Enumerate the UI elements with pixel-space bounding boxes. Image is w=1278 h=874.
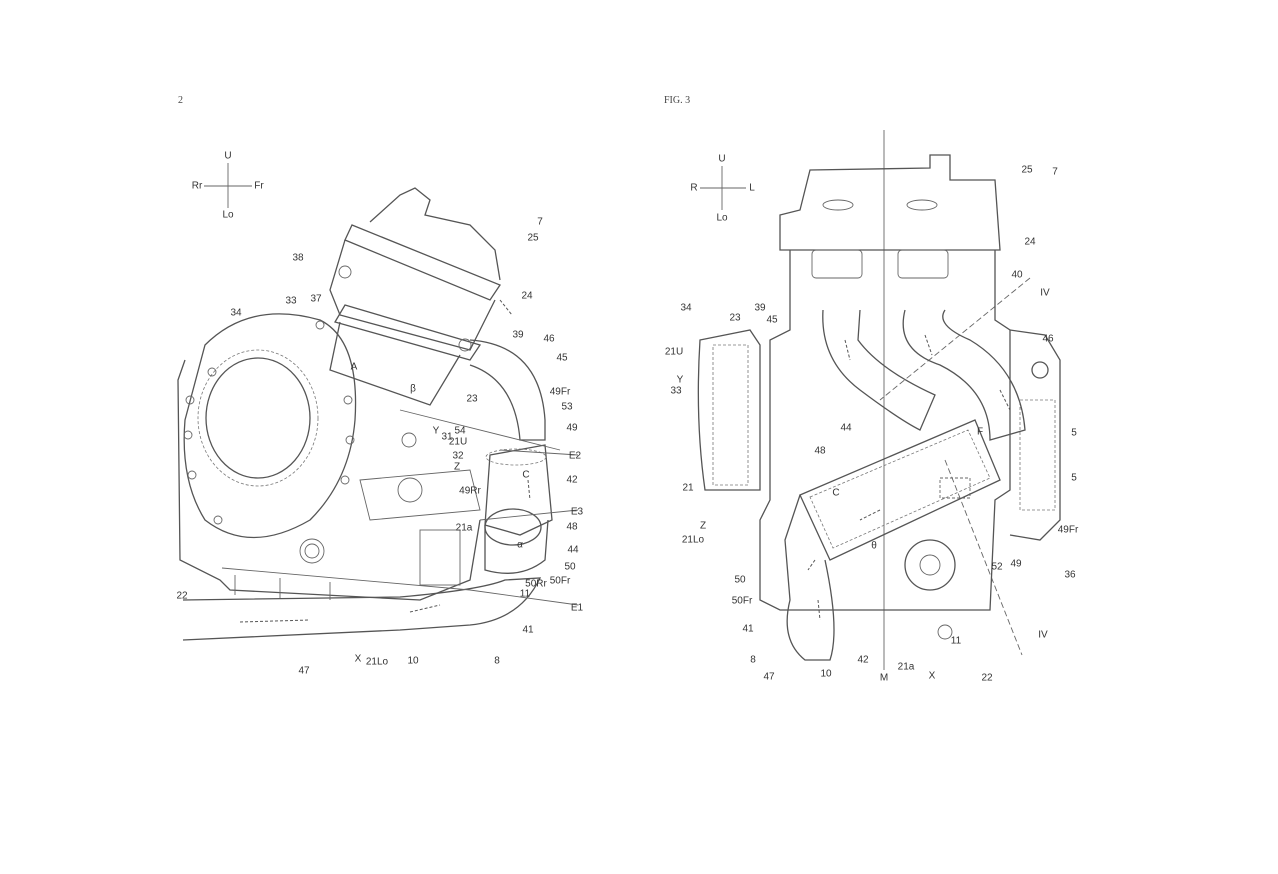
- reference-label: 10: [820, 668, 832, 680]
- reference-label: 50: [734, 574, 746, 586]
- reference-label: 33: [670, 385, 682, 397]
- engine-side-view: [177, 187, 579, 641]
- reference-label: 44: [567, 544, 579, 556]
- reference-label: M: [879, 672, 889, 684]
- reference-label: 10: [407, 655, 419, 667]
- reference-label: E2: [568, 450, 582, 462]
- reference-label: F: [976, 426, 984, 438]
- reference-label: 32: [452, 450, 464, 462]
- reference-label: 7: [537, 216, 543, 228]
- reference-label: 8: [494, 655, 500, 667]
- reference-label: 50: [564, 561, 576, 573]
- reference-label: 40: [1011, 269, 1023, 281]
- reference-label: Y: [432, 425, 440, 437]
- reference-label: 37: [310, 293, 322, 305]
- reference-label: A: [350, 361, 358, 373]
- compass-front-label: Fr: [254, 180, 264, 192]
- reference-label: 21U: [664, 346, 684, 358]
- compass-up-label: U: [224, 150, 232, 162]
- reference-label: 49Fr: [1057, 524, 1079, 536]
- reference-label: 54: [454, 425, 466, 437]
- reference-label: 24: [521, 290, 533, 302]
- reference-label: 36: [1064, 569, 1076, 581]
- reference-label: Y: [676, 374, 684, 386]
- reference-label: 42: [566, 474, 578, 486]
- reference-label: C: [522, 469, 530, 481]
- reference-label: β: [410, 383, 416, 395]
- reference-label: X: [928, 670, 936, 682]
- reference-label: 11: [519, 588, 531, 600]
- reference-label: 22: [981, 672, 993, 684]
- reference-label: 22: [176, 590, 188, 602]
- reference-label: 21Lo: [365, 656, 389, 668]
- reference-label: 33: [285, 295, 297, 307]
- reference-label: 39: [754, 302, 766, 314]
- reference-label: 34: [680, 302, 692, 314]
- compass-low-label: Lo: [222, 209, 234, 221]
- reference-label: IV: [1040, 287, 1050, 299]
- reference-label: 23: [729, 312, 741, 324]
- reference-label: 45: [766, 314, 778, 326]
- reference-label: 5: [1071, 472, 1077, 484]
- reference-label: E1: [570, 602, 584, 614]
- reference-label: 21U: [448, 436, 468, 448]
- reference-label: 52: [991, 561, 1003, 573]
- reference-label: 41: [522, 624, 534, 636]
- reference-label: 50Fr: [549, 575, 571, 587]
- reference-label: θ: [871, 540, 877, 552]
- reference-label: 47: [298, 665, 310, 677]
- figure-title: FIG. 3: [664, 95, 691, 106]
- compass-right-label: R: [690, 182, 698, 194]
- reference-label: 25: [1021, 164, 1033, 176]
- reference-label: 21a: [455, 522, 473, 534]
- reference-label: Z: [699, 520, 707, 532]
- reference-label: 11: [950, 635, 962, 647]
- reference-label: Z: [453, 461, 461, 473]
- reference-label: 39: [512, 329, 524, 341]
- reference-label: 49: [1010, 558, 1022, 570]
- reference-label: 31: [441, 431, 453, 443]
- reference-label: 46: [543, 333, 555, 345]
- reference-label: 50Rr: [525, 578, 547, 590]
- reference-label: 48: [814, 445, 826, 457]
- compass-rear-label: Rr: [191, 180, 203, 192]
- reference-label: 5: [1071, 427, 1077, 439]
- reference-label: IV: [1038, 629, 1048, 641]
- compass-left-label: L: [749, 182, 755, 194]
- reference-label: C: [832, 487, 840, 499]
- reference-label: 23: [466, 393, 478, 405]
- compass-left-icon: [204, 163, 252, 208]
- reference-label: 24: [1024, 236, 1036, 248]
- compass-right-icon: [700, 166, 746, 210]
- reference-label: 25: [527, 232, 539, 244]
- reference-label: 44: [840, 422, 852, 434]
- reference-label: 49: [566, 422, 578, 434]
- reference-label: 21Lo: [681, 534, 705, 546]
- reference-label: 53: [561, 401, 573, 413]
- reference-label: 46: [1042, 333, 1054, 345]
- reference-label: 7: [1052, 166, 1058, 178]
- reference-label: 21a: [897, 661, 915, 673]
- reference-label: X: [354, 653, 362, 665]
- reference-label: 49Fr: [549, 386, 571, 398]
- reference-label: 21: [682, 482, 694, 494]
- reference-label: E3: [570, 506, 584, 518]
- reference-label: 42: [857, 654, 869, 666]
- reference-label: 8: [750, 654, 756, 666]
- reference-label: 49Rr: [459, 485, 481, 497]
- reference-label: 50Fr: [731, 595, 753, 607]
- reference-label: 45: [556, 352, 568, 364]
- engine-front-view: [697, 130, 1061, 670]
- reference-label: 41: [742, 623, 754, 635]
- page-number: 2: [178, 95, 183, 106]
- reference-label: 47: [763, 671, 775, 683]
- compass-up-label: U: [718, 153, 726, 165]
- compass-low-label: Lo: [716, 212, 728, 224]
- reference-label: 34: [230, 307, 242, 319]
- reference-label: 48: [566, 521, 578, 533]
- reference-label: α: [517, 539, 523, 551]
- reference-label: 38: [292, 252, 304, 264]
